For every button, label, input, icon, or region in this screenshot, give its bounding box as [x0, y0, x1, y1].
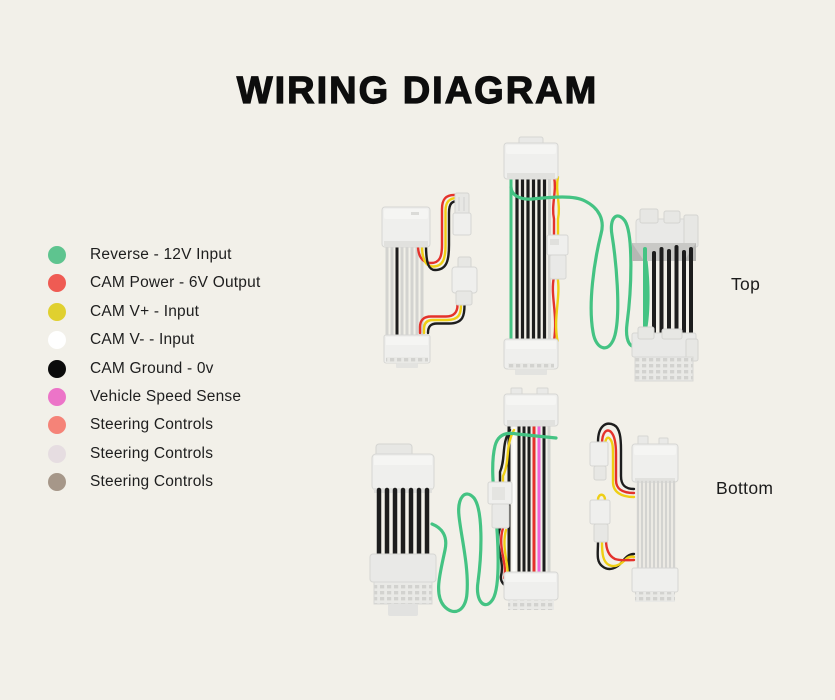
top-small-connector-a [452, 192, 472, 236]
bottom-harness-diagram [369, 387, 679, 616]
legend-item: CAM V- - Input [48, 331, 260, 350]
bottom-small-connector-c [589, 441, 609, 481]
top-harness-diagram [381, 136, 699, 382]
page-title: WIRING DIAGRAM [236, 69, 599, 112]
top-green-loop-wire [509, 185, 650, 350]
legend-color-dot [48, 444, 66, 463]
legend-color-dot [48, 473, 66, 492]
bottom-right-harness [596, 422, 679, 602]
top-right-connector [631, 208, 699, 382]
legend-item-label: Steering Controls [90, 444, 214, 462]
legend-item-label: Reverse - 12V Input [90, 246, 232, 263]
top-left-harness [381, 193, 466, 368]
legend-item-label: CAM Power - 6V Output [90, 274, 261, 292]
legend-item-label: Steering Controls [90, 416, 214, 434]
top-small-connector-b [451, 256, 478, 306]
bottom-left-connector [369, 443, 437, 616]
top-inline-connector [546, 234, 569, 280]
legend-color-dot [48, 302, 66, 321]
legend-item: Vehicle Speed Sense [48, 387, 260, 406]
legend-color-dot [48, 331, 66, 350]
legend-color-dot [48, 387, 66, 406]
bottom-small-connector-d [589, 499, 611, 543]
legend-item-label: CAM V- - Input [90, 331, 195, 349]
legend-item: Reverse - 12V Input [48, 246, 260, 264]
legend-item: CAM Ground - 0v [48, 359, 260, 378]
top-side-label: Top [731, 274, 761, 294]
legend-item-label: CAM Ground - 0v [90, 359, 214, 377]
legend-item: Steering Controls [48, 444, 260, 463]
bottom-inline-connector [487, 481, 513, 529]
legend-color-dot [48, 274, 66, 293]
top-center-harness [503, 136, 650, 375]
legend-item-label: CAM V+ - Input [90, 302, 200, 320]
legend-color-dot [48, 359, 66, 378]
legend-color-dot [48, 246, 66, 264]
legend-color-dot [48, 416, 66, 435]
bottom-center-harness [430, 387, 559, 614]
wire-color-legend: Reverse - 12V Input CAM Power - 6V Outpu… [48, 246, 261, 492]
legend-item-label: Vehicle Speed Sense [90, 387, 242, 405]
legend-item: CAM V+ - Input [48, 302, 260, 321]
legend-item-label: Steering Controls [90, 473, 214, 491]
legend-item: CAM Power - 6V Output [48, 274, 261, 293]
legend-item: Steering Controls [48, 416, 260, 435]
bottom-side-label: Bottom [716, 478, 774, 498]
legend-item: Steering Controls [48, 473, 260, 492]
